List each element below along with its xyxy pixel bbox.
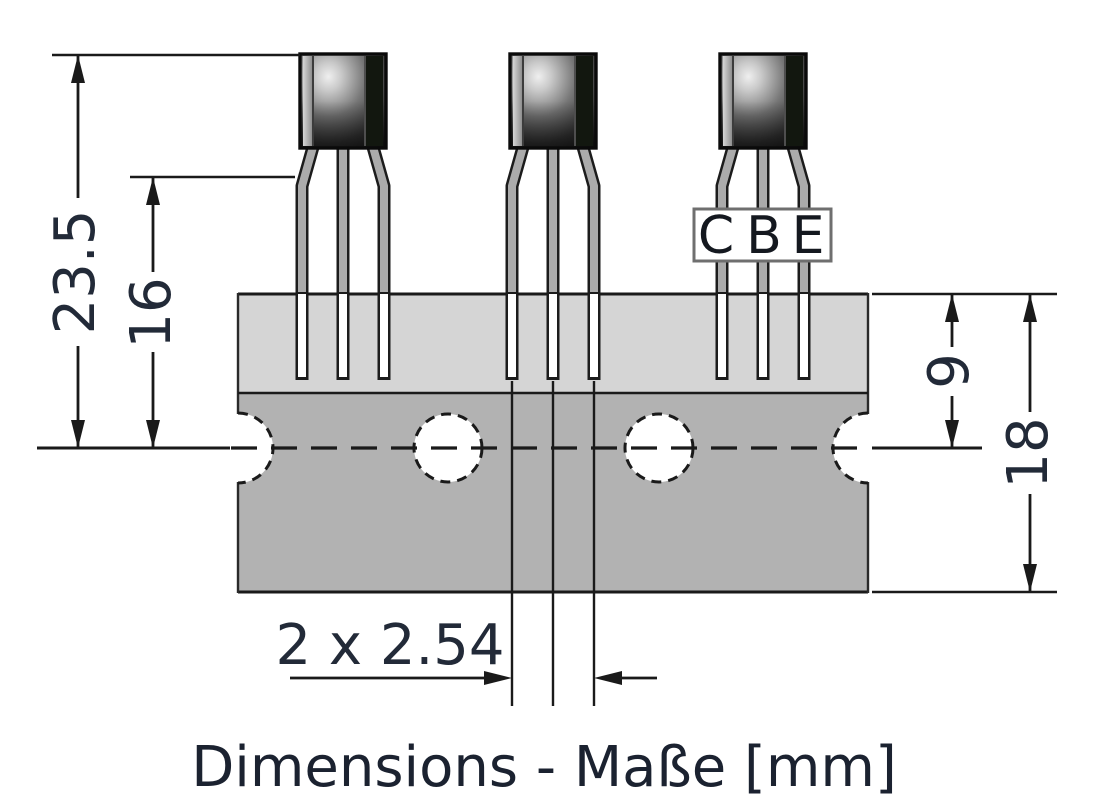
arrowhead-down: [945, 420, 959, 448]
transistor-leads: [505, 145, 601, 380]
caption: Dimensions - Maße [mm]: [191, 735, 897, 800]
transistor-body: [298, 52, 388, 150]
lead-tips-in-tape: [295, 292, 391, 380]
lead-tips-in-tape: [505, 292, 601, 380]
transistor-leads: [295, 145, 391, 380]
arrowhead-up: [71, 55, 85, 83]
arrowhead-left: [594, 671, 622, 685]
pin-label-base: B: [746, 206, 782, 266]
pin-label-emitter: E: [792, 206, 825, 266]
arrowhead-down: [71, 420, 85, 448]
dim-tape-top-to-centerline: 9: [872, 292, 1057, 450]
arrowhead-down: [146, 420, 160, 448]
transistor-leads: [715, 145, 811, 380]
arrowhead-up: [945, 294, 959, 322]
transistor-2: [505, 52, 601, 380]
dim-lead-pitch: 2 x 2.54: [275, 381, 657, 706]
pin-label-collector: C: [698, 206, 734, 266]
dim-label-lead-length: 16: [119, 277, 184, 348]
arrowhead-up: [1023, 294, 1037, 322]
arrowhead-down: [1023, 564, 1037, 592]
arrowhead-up: [146, 177, 160, 205]
dim-label-tape-width: 18: [996, 417, 1061, 488]
transistor-1: [295, 52, 391, 380]
dim-label-lead-pitch: 2 x 2.54: [275, 613, 504, 678]
dim-tape-width: 18: [872, 294, 1061, 594]
transistor-3: [715, 52, 811, 380]
transistor-body: [718, 52, 808, 150]
pin-label-box: C B E: [692, 206, 833, 266]
arrowhead-right: [484, 671, 512, 685]
dim-lead-length: 16: [37, 175, 295, 450]
transistor-body: [508, 52, 598, 150]
lead-tips-in-tape: [715, 292, 811, 380]
dim-label-tape-top-to-centerline: 9: [917, 353, 982, 389]
dim-overall-height: 23.5: [43, 53, 300, 448]
pin-label-frame: [692, 207, 833, 263]
dim-label-overall-height: 23.5: [43, 210, 108, 335]
